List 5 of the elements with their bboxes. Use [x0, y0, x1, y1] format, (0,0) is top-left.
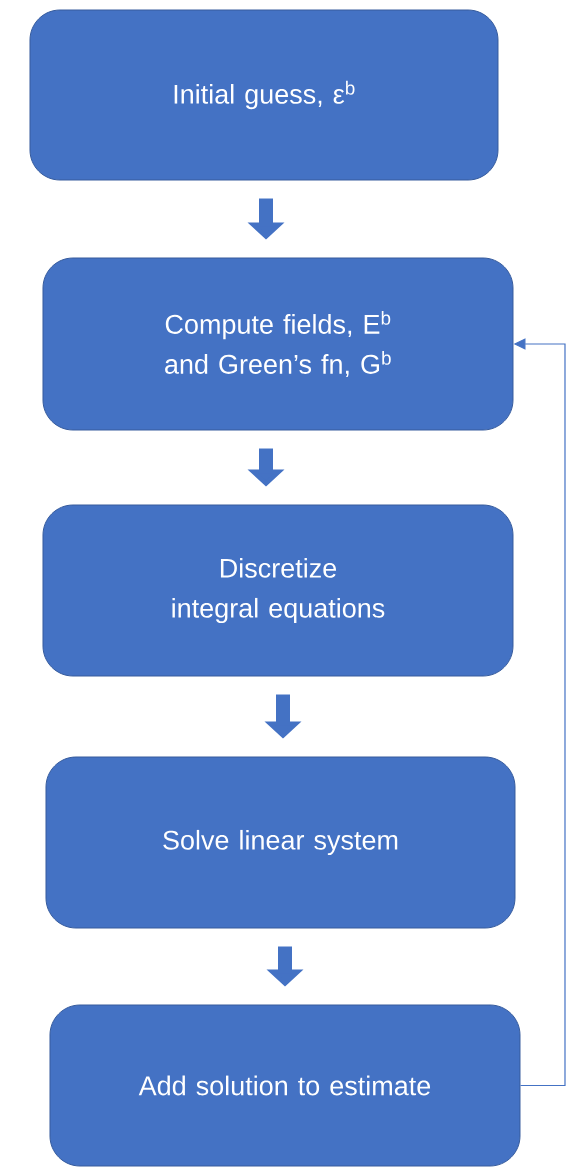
process-box: Initial guess, ε$^{b}$ [29, 9, 499, 181]
process-box: Discretize integral equations [42, 504, 514, 677]
process-box: Add solution to estimate [49, 1004, 521, 1167]
process-box: Solve linear system [45, 756, 516, 929]
process-box: Compute fields, E$^{b}$ and Green’s fn, G$^{b}$ [42, 257, 514, 431]
